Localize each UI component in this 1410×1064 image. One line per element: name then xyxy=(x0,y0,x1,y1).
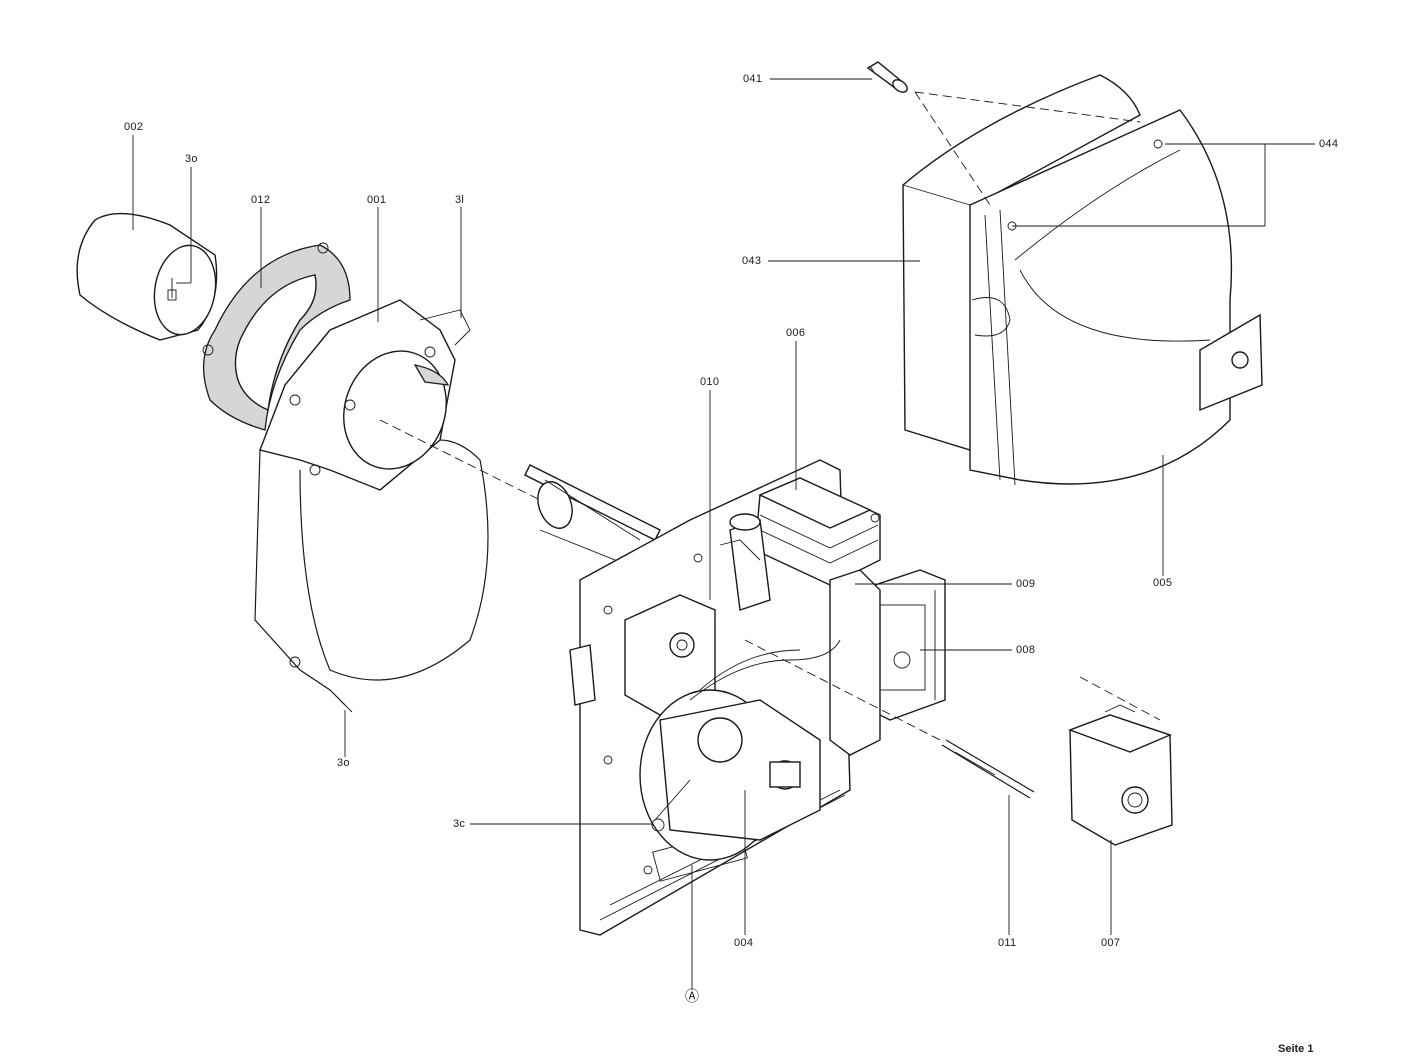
page-number: Seite 1 xyxy=(1278,1043,1314,1055)
label-001: 001 xyxy=(367,194,387,206)
label-044: 044 xyxy=(1319,138,1339,150)
assembly-axis-left xyxy=(379,419,541,501)
label-010: 010 xyxy=(700,376,720,388)
screw-axis-a xyxy=(914,91,1141,123)
part-valve-block xyxy=(624,513,771,716)
part-043-hood-side xyxy=(902,74,1141,451)
label-041: 041 xyxy=(743,73,763,85)
part-006-ignition-transformer xyxy=(754,477,881,586)
label-043: 043 xyxy=(742,255,762,267)
label-3c: 3c xyxy=(453,818,466,830)
label-011: 011 xyxy=(998,937,1017,949)
assembly-axis-electrode xyxy=(744,639,941,741)
label-3l: 3l xyxy=(455,194,465,206)
part-012-gasket xyxy=(202,242,351,431)
leader-lines xyxy=(132,78,1315,990)
label-008: 008 xyxy=(1016,644,1036,656)
label-circled-a: Ⓐ xyxy=(685,988,700,1004)
part-010-blast-tube xyxy=(524,464,661,571)
part-001-housing xyxy=(254,299,489,713)
assembly-axis-cover xyxy=(1079,676,1161,721)
label-006: 006 xyxy=(786,327,806,339)
part-011-electrode xyxy=(941,739,1035,799)
part-004-motor xyxy=(639,689,821,861)
part-041-screw xyxy=(866,61,908,93)
label-002: 002 xyxy=(124,121,144,133)
part-005-hood xyxy=(969,109,1263,486)
label-007: 007 xyxy=(1101,937,1121,949)
part-007-cover xyxy=(1067,704,1173,846)
label-012: 012 xyxy=(251,194,271,206)
label-005: 005 xyxy=(1153,577,1173,589)
label-3o-bottom: 3o xyxy=(337,757,350,769)
part-008-control-box xyxy=(829,569,946,756)
label-004: 004 xyxy=(734,937,754,949)
screw-axis-b xyxy=(914,91,991,206)
wire-harness xyxy=(689,539,841,701)
label-009: 009 xyxy=(1016,578,1036,590)
label-3o-top: 3o xyxy=(185,153,198,165)
part-002-cap xyxy=(76,212,218,341)
